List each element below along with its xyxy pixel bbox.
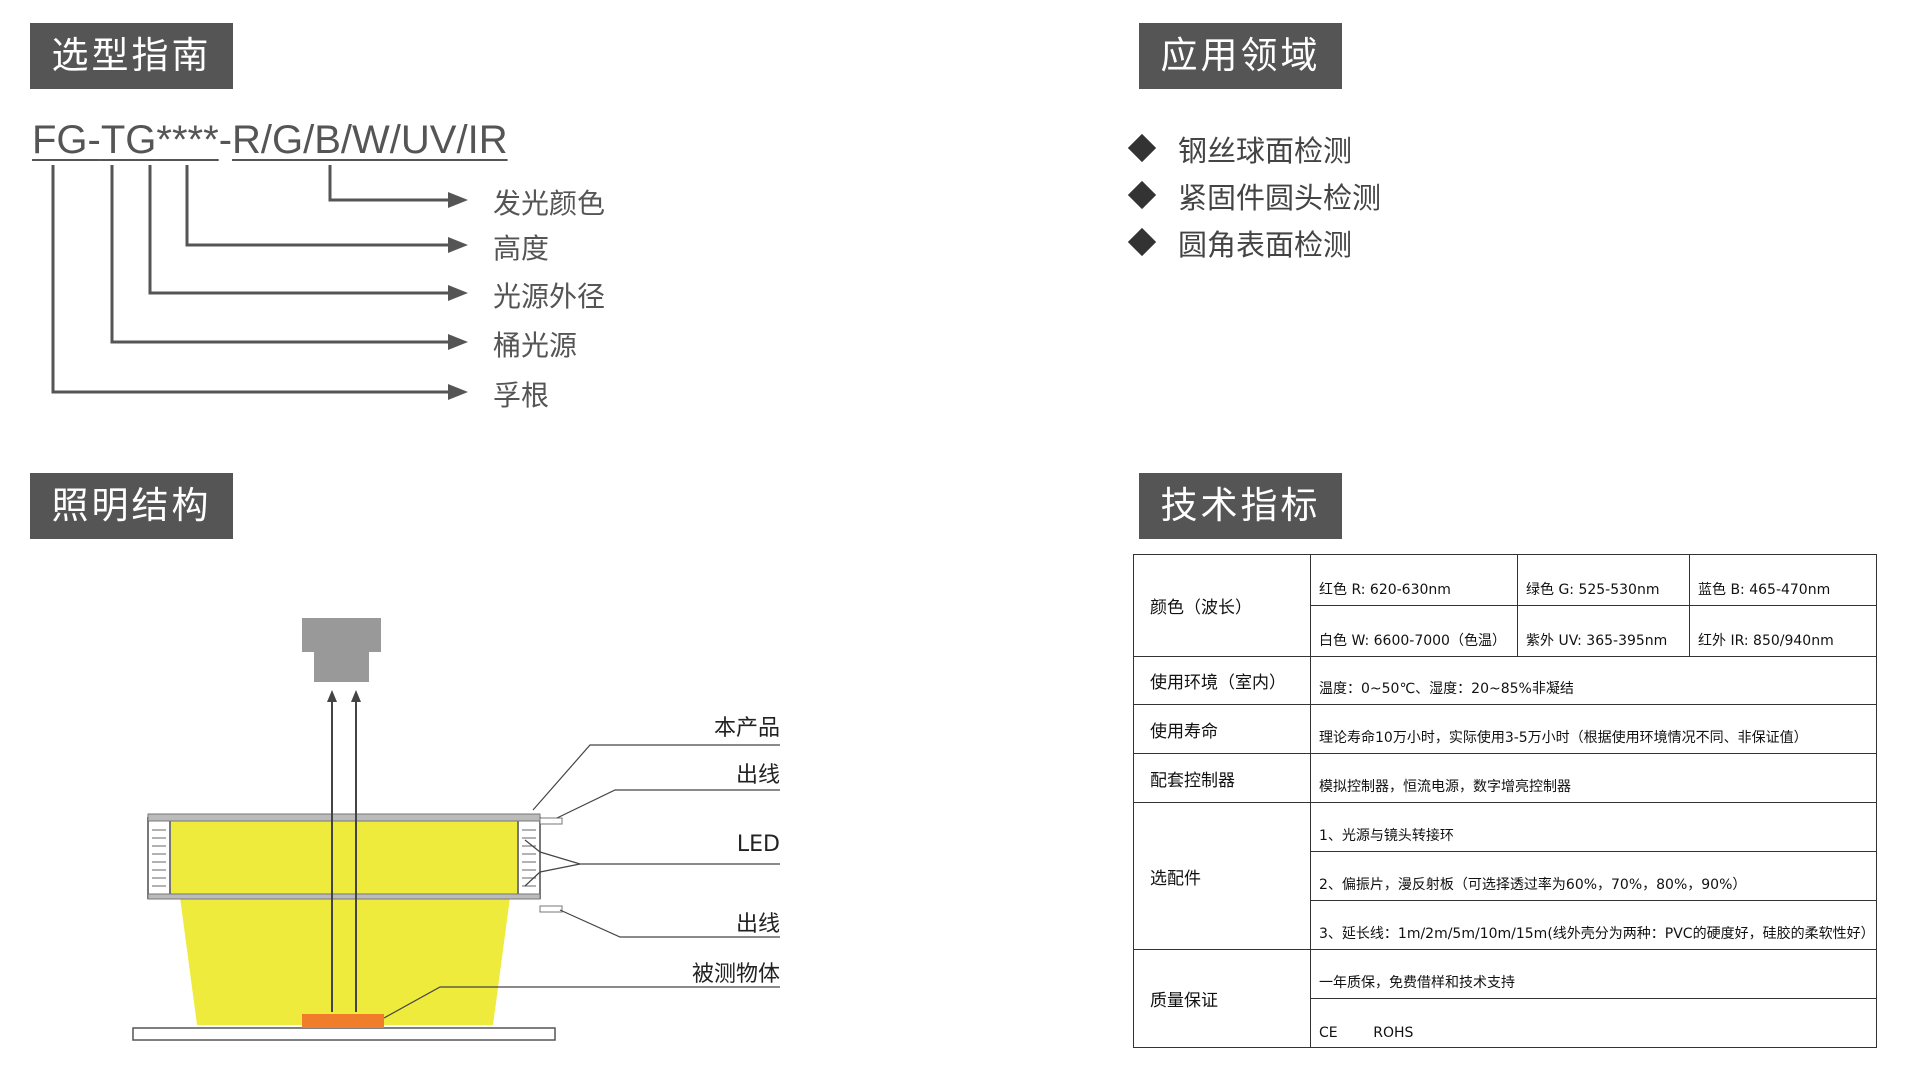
spec-color-red: 红色 R: 620-630nm [1310, 554, 1518, 606]
diamond-bullet-icon [1127, 180, 1157, 210]
section-title-specs: 技术指标 [1139, 473, 1342, 539]
spec-row-header: 选配件 [1133, 802, 1311, 950]
section-title-application: 应用领域 [1139, 23, 1342, 89]
spec-color-ir: 红外 IR: 850/940nm [1689, 605, 1877, 657]
spec-color-blue: 蓝色 B: 465-470nm [1689, 554, 1877, 606]
label-cable-top: 出线 [735, 763, 780, 788]
spec-color-uv: 紫外 UV: 365-395nm [1517, 605, 1690, 657]
legend-type: 桶光源 [493, 329, 578, 362]
spec-row-header: 配套控制器 [1133, 753, 1311, 803]
model-code: FG-TG****-R/G/B/W/UV/IR [32, 118, 508, 163]
spec-color-green: 绿色 G: 525-530nm [1517, 554, 1690, 606]
structure-diagram [132, 618, 780, 1041]
spec-life: 理论寿命10万小时，实际使用3-5万小时（根据使用环境情况不同、非保证值） [1310, 704, 1877, 754]
legend-brand: 孚根 [493, 379, 550, 412]
spec-color-white: 白色 W: 6600-7000（色温） [1310, 605, 1518, 657]
label-product: 本产品 [713, 716, 780, 741]
spec-option: 3、延长线：1m/2m/5m/10m/15m(线外壳分为两种：PVC的硬度好，硅… [1310, 900, 1877, 950]
spec-row-header: 使用寿命 [1133, 704, 1311, 754]
spec-table: 颜色（波长） 红色 R: 620-630nm 绿色 G: 525-530nm 蓝… [1133, 554, 1877, 1048]
spec-option: 2、偏振片，漫反射板（可选择透过率为60%，70%，80%，90%） [1310, 851, 1877, 901]
application-item: 圆角表面检测 [1127, 222, 1352, 264]
test-object [302, 1014, 384, 1028]
spec-row-header: 颜色（波长） [1133, 554, 1311, 657]
section-title-structure: 照明结构 [30, 473, 233, 539]
spec-row-header: 使用环境（室内） [1133, 656, 1311, 705]
spec-environment: 温度：0~50℃、湿度：20~85%非凝结 [1310, 656, 1877, 705]
spec-row-header: 质量保证 [1133, 949, 1311, 1048]
label-object: 被测物体 [691, 962, 780, 987]
model-code-size: **** [156, 118, 219, 162]
application-item: 钢丝球面检测 [1127, 128, 1352, 170]
spec-warranty: 一年质保，免费借样和技术支持 [1310, 949, 1877, 999]
application-item: 紧固件圆头检测 [1127, 175, 1381, 217]
section-title-selection: 选型指南 [30, 23, 233, 89]
model-code-series: TG [100, 118, 157, 162]
model-code-prefix: FG- [32, 118, 101, 162]
spec-certifications: CE ROHS [1310, 998, 1877, 1048]
base-plate [132, 1027, 556, 1041]
legend-diameter: 光源外径 [493, 280, 606, 313]
light-ring [169, 819, 521, 897]
legend-color: 发光颜色 [493, 187, 606, 220]
diamond-bullet-icon [1127, 133, 1157, 163]
spec-option: 1、光源与镜头转接环 [1310, 802, 1877, 852]
spec-controller: 模拟控制器，恒流电源，数字增亮控制器 [1310, 753, 1877, 803]
label-led: LED [736, 832, 780, 857]
model-code-colors: R/G/B/W/UV/IR [232, 118, 508, 162]
label-cable-bottom: 出线 [735, 912, 780, 937]
diamond-bullet-icon [1127, 227, 1157, 257]
camera-icon [302, 618, 381, 682]
legend-height: 高度 [493, 232, 550, 265]
model-legend-arrows [51, 165, 468, 400]
model-code-sep: - [218, 118, 233, 162]
